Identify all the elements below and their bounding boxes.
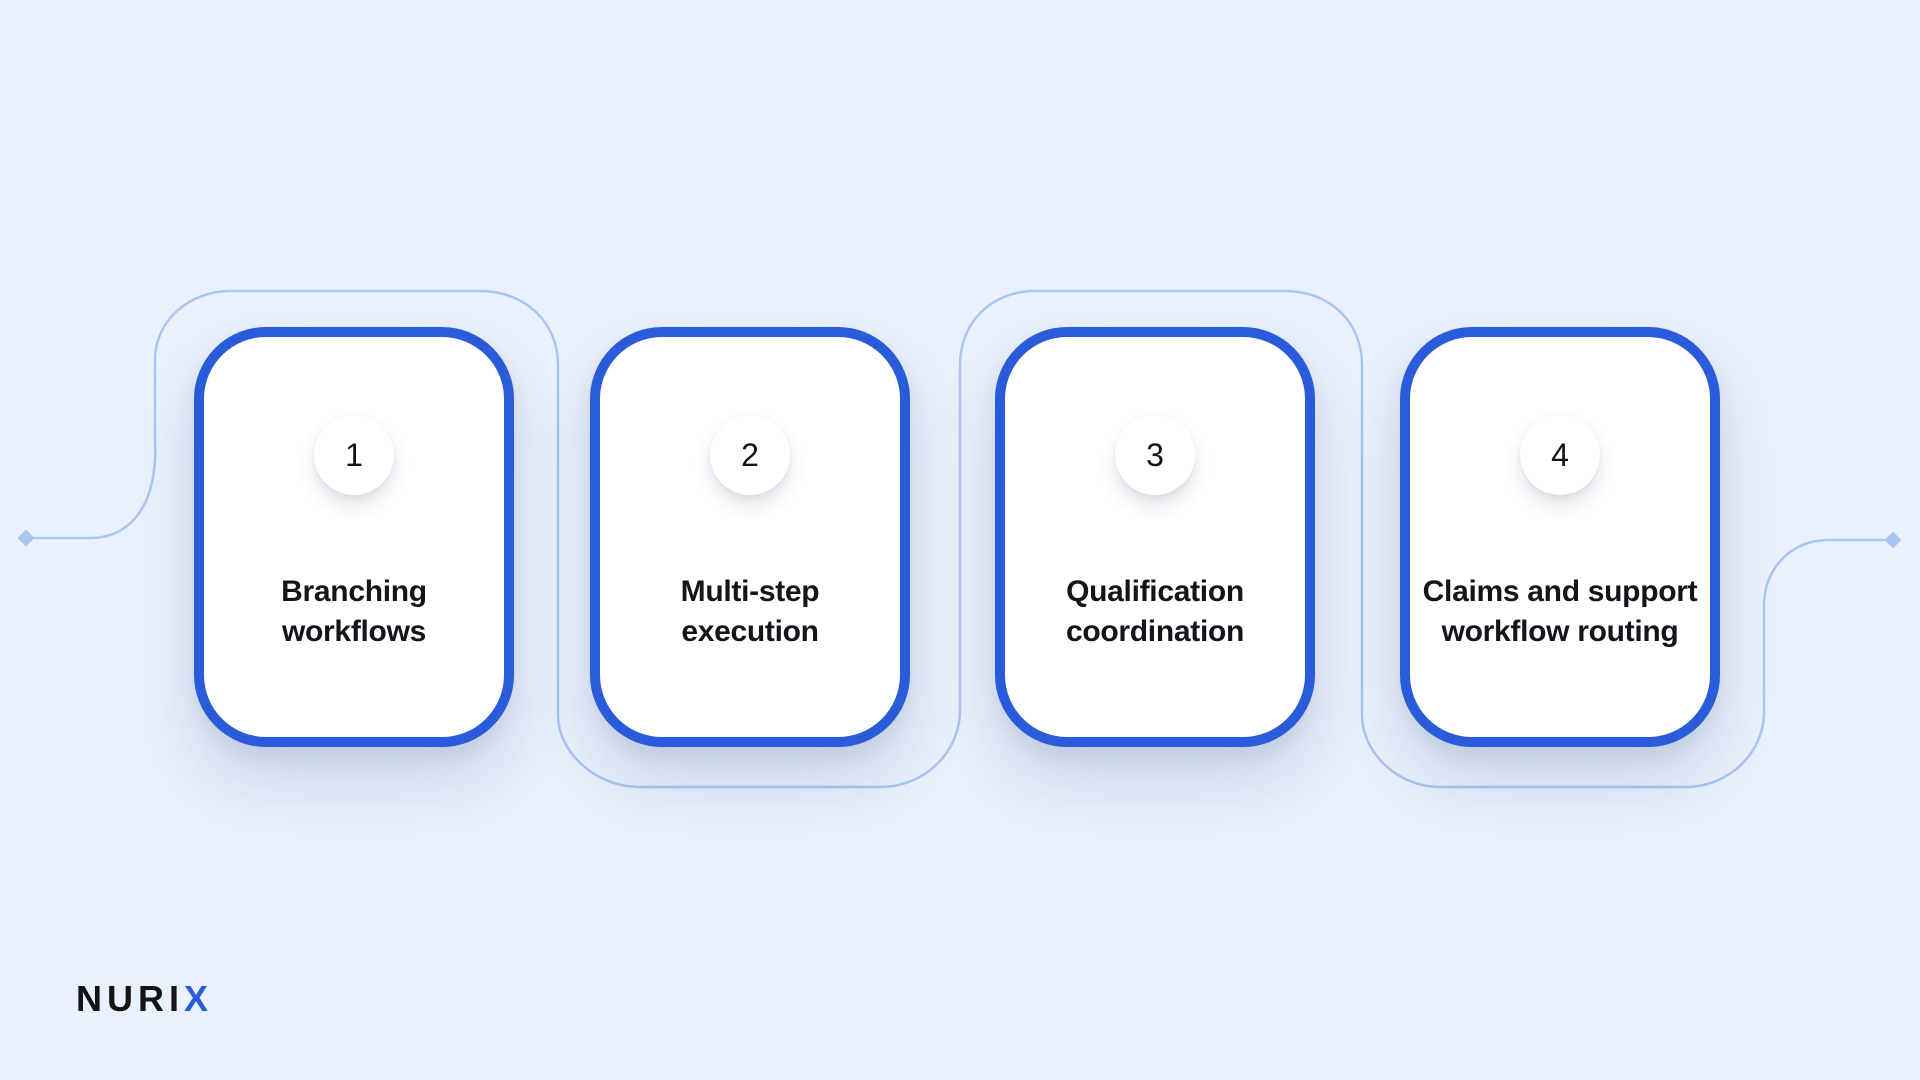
step-label-line: Multi-step <box>680 575 820 608</box>
step-card-2: 2 Multi-step execution <box>590 327 910 747</box>
step-number-badge: 3 <box>1115 415 1195 495</box>
step-label: Qualification coordination <box>1013 572 1297 652</box>
step-label-line: coordination <box>1065 615 1245 648</box>
step-label-line: workflows <box>282 615 426 648</box>
step-number-badge: 1 <box>314 415 394 495</box>
step-label-line: Branching <box>281 575 427 608</box>
step-number-badge: 4 <box>1520 415 1600 495</box>
step-label: Multi-step execution <box>608 572 892 652</box>
step-label-line: execution <box>681 615 819 648</box>
step-card-4: 4 Claims and support workflow routing <box>1400 327 1720 747</box>
step-label: Claims and support workflow routing <box>1418 572 1702 652</box>
step-label-line: Claims and support <box>1422 575 1698 608</box>
start-diamond <box>17 529 35 547</box>
end-diamond <box>1884 531 1902 549</box>
step-card-3: 3 Qualification coordination <box>995 327 1315 747</box>
step-label-line: Qualification <box>1066 575 1244 608</box>
logo-accent-letter: X <box>184 978 214 1019</box>
step-card-1: 1 Branching workflows <box>194 327 514 747</box>
step-label-line: workflow routing <box>1441 615 1679 648</box>
nurix-logo: NURIX <box>76 978 213 1020</box>
connector-path <box>26 289 1893 789</box>
logo-main-text: NURI <box>76 978 184 1019</box>
step-number-badge: 2 <box>710 415 790 495</box>
step-label: Branching workflows <box>212 572 496 652</box>
